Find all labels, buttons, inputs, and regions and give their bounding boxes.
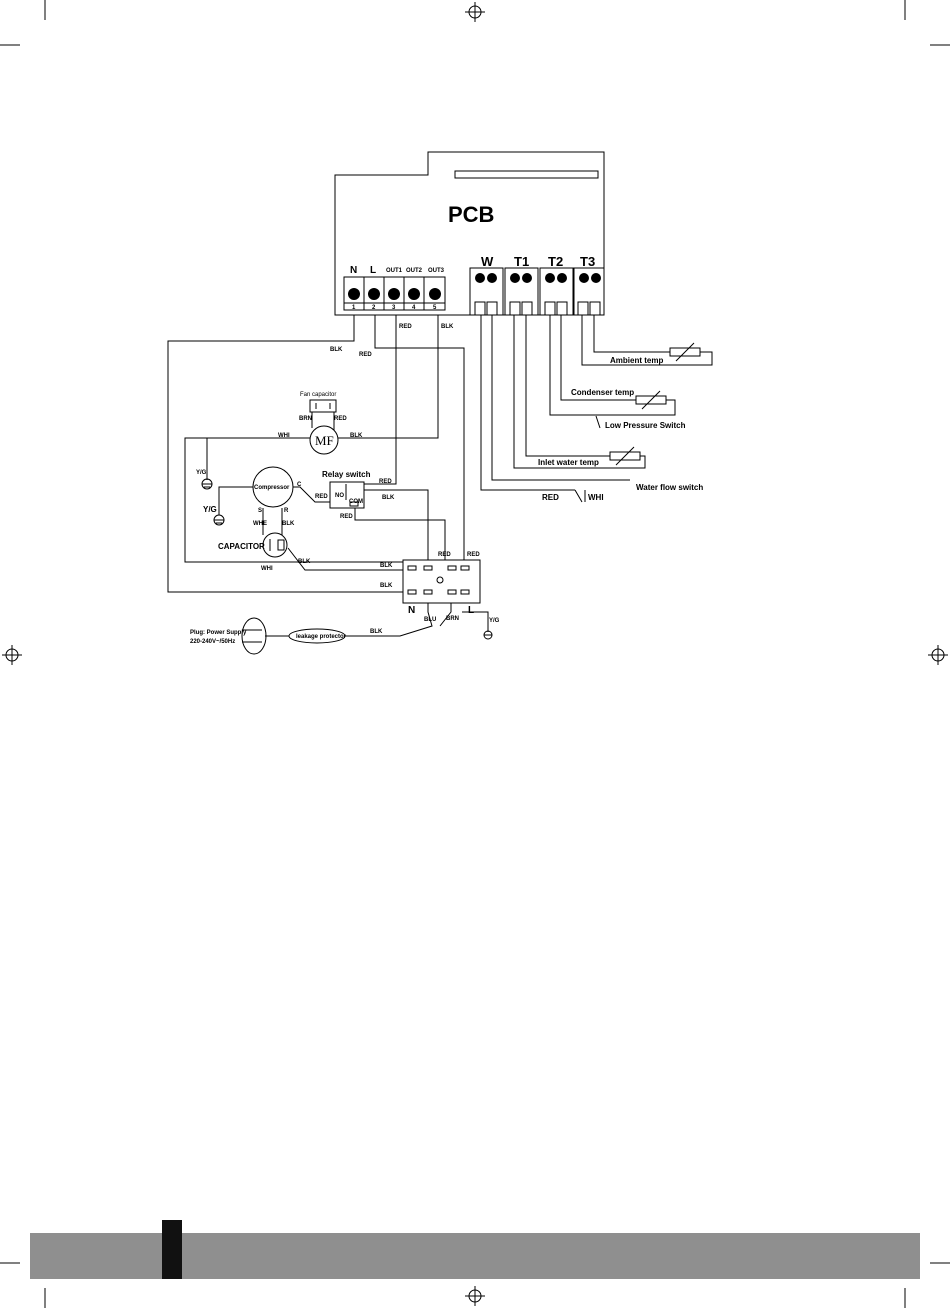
compressor-terminal-c: C <box>297 482 302 488</box>
wire-label-yg-block: Y/G <box>489 618 500 624</box>
low-pressure-switch-label: Low Pressure Switch <box>605 421 686 430</box>
ground-fan-icon <box>201 478 213 490</box>
terminal-label-out2: OUT2 <box>406 268 423 274</box>
wire-label-red-out1: RED <box>399 324 412 330</box>
wire-label-blk-fan: BLK <box>350 433 363 439</box>
fan-capacitor-label: Fan capacitor <box>300 392 336 398</box>
block-label-n: N <box>408 605 415 616</box>
connector-label-t3: T3 <box>580 254 595 269</box>
terminal-label-l: L <box>370 265 376 276</box>
capacitor <box>262 532 288 558</box>
power-plug-icon <box>241 617 267 655</box>
leakage-protector <box>288 628 346 644</box>
terminal-num-2: 2 <box>372 305 376 311</box>
terminal-num-4: 4 <box>412 305 416 311</box>
ground-block-icon <box>483 630 493 640</box>
relay-terminal-com: COM <box>349 499 363 505</box>
plug-label-line2: 220-240V~/50Hz <box>190 639 235 645</box>
water-flow-switch <box>574 489 586 503</box>
registration-mark-top <box>465 2 485 22</box>
registration-mark-bottom <box>465 1286 485 1306</box>
terminal-label-n: N <box>350 265 357 276</box>
wire-label-yg-fan: Y/G <box>196 470 207 476</box>
wire-label-blk-block-1: BLK <box>380 563 393 569</box>
connector-label-w: W <box>481 254 494 269</box>
fan-motor-label: MF <box>315 433 334 448</box>
compressor-label: Compressor <box>254 485 290 491</box>
terminal-num-5: 5 <box>433 305 437 311</box>
connector-label-t1: T1 <box>514 254 529 269</box>
pcb-title: PCB <box>448 202 494 227</box>
wire-label-whi-flow: WHI <box>588 493 604 502</box>
wire-label-yg-compressor: Y/G <box>203 505 217 514</box>
registration-mark-right <box>928 645 948 665</box>
inlet-water-temp-label: Inlet water temp <box>538 458 599 467</box>
sensor-connectors <box>469 267 605 316</box>
ambient-temp-sensor <box>669 342 701 362</box>
power-wires <box>167 315 489 637</box>
registration-mark-left <box>2 645 22 665</box>
leakage-protector-label: leakage protector <box>296 634 347 640</box>
low-pressure-switch <box>595 415 601 429</box>
wire-label-blk-n: BLK <box>330 347 343 353</box>
water-flow-switch-label: Water flow switch <box>636 483 703 492</box>
terminal-num-3: 3 <box>392 305 396 311</box>
condenser-temp-label: Condenser temp <box>571 388 634 397</box>
footer-tab <box>162 1220 182 1279</box>
capacitor-label: CAPACITOR <box>218 542 265 551</box>
wire-label-blk-relay: BLK <box>382 495 395 501</box>
terminal-label-out3: OUT3 <box>428 268 445 274</box>
wire-label-red-relay: RED <box>379 479 392 485</box>
ground-compressor-icon <box>213 514 225 526</box>
pcb-slot <box>454 170 599 179</box>
wire-label-blu: BLU <box>424 617 436 623</box>
wire-label-red-fan: RED <box>334 416 347 422</box>
fan-motor <box>309 425 339 455</box>
wire-label-brn-block: BRN <box>446 616 459 622</box>
terminal-label-out1: OUT1 <box>386 268 403 274</box>
wire-label-blk-block-2: BLK <box>380 583 393 589</box>
wire-label-whe: WHE <box>253 521 267 527</box>
wire-label-whi-fan: WHI <box>278 433 290 439</box>
wire-label-red-com: RED <box>340 514 353 520</box>
relay-terminal-no: NO <box>335 493 344 499</box>
terminal-block <box>402 559 481 604</box>
wire-label-red-block-1: RED <box>438 552 451 558</box>
wire-label-red-block-2: RED <box>467 552 480 558</box>
wire-label-blk-capacitor: BLK <box>298 559 311 565</box>
ambient-temp-label: Ambient temp <box>610 356 663 365</box>
condenser-temp-sensor <box>635 390 667 410</box>
fan-capacitor <box>309 399 337 413</box>
wire-label-red-flow: RED <box>542 493 559 502</box>
pcb-board <box>334 151 605 316</box>
plug-label-line1: Plug: Power Supply <box>190 630 247 636</box>
pcb-terminal-block <box>343 276 446 311</box>
inlet-water-temp-sensor <box>609 446 641 466</box>
compressor-terminal-s: S <box>258 508 262 514</box>
sensor-wires <box>480 315 713 491</box>
compressor <box>252 466 294 508</box>
connector-label-t2: T2 <box>548 254 563 269</box>
wire-label-red-l: RED <box>359 352 372 358</box>
wire-label-blk-plug: BLK <box>370 629 383 635</box>
wire-label-brn-fan: BRN <box>299 416 312 422</box>
block-label-l: L <box>468 605 474 616</box>
relay-switch-label: Relay switch <box>322 470 371 479</box>
wire-label-blk-out3: BLK <box>441 324 454 330</box>
wire-label-blk-compressor: BLK <box>282 521 295 527</box>
wire-label-whi-capacitor: WHI <box>261 566 273 572</box>
relay-switch <box>329 481 365 509</box>
terminal-num-1: 1 <box>352 305 356 311</box>
wire-label-red-compressor: RED <box>315 494 328 500</box>
compressor-terminal-r: R <box>284 508 289 514</box>
